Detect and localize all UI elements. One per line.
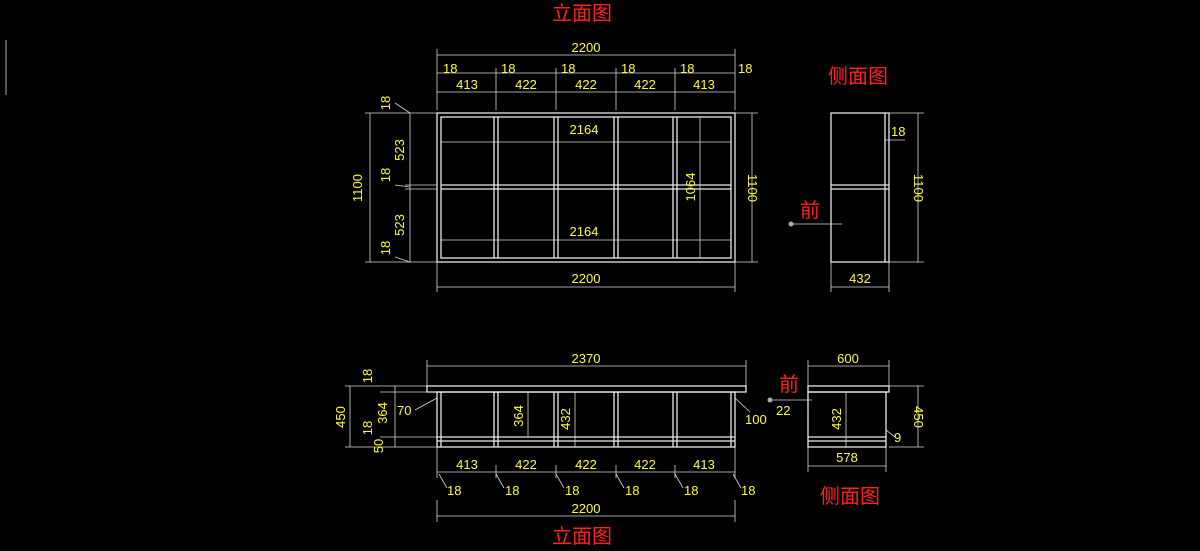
- lower-left-inner: 364: [375, 402, 390, 424]
- lower-thickness-1: 18: [447, 483, 461, 498]
- upper-thickness-4: 18: [621, 61, 635, 76]
- upper-overall-width: 2200: [572, 40, 601, 55]
- lower-leg-offset-right: 100: [745, 412, 767, 427]
- upper-bay-4: 422: [634, 77, 656, 92]
- lower-left-shelf: 18: [360, 421, 375, 435]
- upper-thickness-1: 18: [443, 61, 457, 76]
- upper-inner-height: 1064: [683, 173, 698, 202]
- front-label-bottom: 前: [779, 372, 799, 396]
- lower-side-bottom-width: 578: [836, 450, 858, 465]
- lower-side-width: 600: [837, 351, 859, 366]
- upper-side-depth: 432: [849, 271, 871, 286]
- upper-side-view: 18 1100 432: [788, 112, 926, 292]
- upper-left-3: 18: [378, 168, 393, 182]
- lower-thickness-3: 18: [565, 483, 579, 498]
- upper-elevation: 2200 18 18 18 18 18 18 413 422 422 422 4…: [350, 40, 760, 292]
- upper-inner-width-top: 2164: [570, 122, 599, 137]
- lower-side-view: 600 22 432 450 9 578: [767, 351, 926, 472]
- lower-inner-height-a: 364: [511, 405, 526, 427]
- lower-thickness-5: 18: [684, 483, 698, 498]
- upper-thickness-2: 18: [501, 61, 515, 76]
- lower-bottom-width: 2200: [572, 501, 601, 516]
- side-title-bottom: 侧面图: [820, 484, 880, 508]
- lower-left-top: 18: [360, 369, 375, 383]
- lower-side-height: 450: [911, 406, 926, 428]
- front-label-top: 前: [800, 198, 820, 222]
- lower-bay-2: 422: [515, 457, 537, 472]
- elevation-title-bottom: 立面图: [552, 524, 612, 548]
- lower-side-inner-height: 432: [829, 408, 844, 430]
- lower-thickness-4: 18: [625, 483, 639, 498]
- lower-bay-5: 413: [693, 457, 715, 472]
- lower-left-base: 50: [371, 439, 386, 453]
- lower-thickness-2: 18: [505, 483, 519, 498]
- lower-bay-3: 422: [575, 457, 597, 472]
- upper-bay-3: 422: [575, 77, 597, 92]
- lower-bay-1: 413: [456, 457, 478, 472]
- lower-left-overall: 450: [333, 406, 348, 428]
- upper-left-5: 18: [378, 241, 393, 255]
- lower-side-offset: 22: [776, 403, 790, 418]
- upper-side-thickness: 18: [891, 124, 905, 139]
- lower-overall-width: 2370: [572, 351, 601, 366]
- lower-elevation: 2370 364 432 450 18 18 364 50 70 10: [333, 351, 767, 522]
- upper-left-1: 18: [378, 96, 393, 110]
- upper-thickness-3: 18: [561, 61, 575, 76]
- lower-leg-offset-left: 70: [397, 403, 411, 418]
- upper-left-2: 523: [392, 139, 407, 161]
- upper-bottom-width: 2200: [572, 271, 601, 286]
- lower-side-small: 9: [894, 430, 901, 445]
- lower-bay-4: 422: [634, 457, 656, 472]
- upper-bay-5: 413: [693, 77, 715, 92]
- lower-thickness-6: 18: [741, 483, 755, 498]
- upper-thickness-6: 18: [738, 61, 752, 76]
- upper-right-overall: 1100: [745, 174, 760, 202]
- lower-inner-height-b: 432: [558, 408, 573, 430]
- upper-left-overall: 1100: [350, 174, 365, 202]
- upper-thickness-5: 18: [680, 61, 694, 76]
- upper-bay-1: 413: [456, 77, 478, 92]
- upper-left-4: 523: [392, 214, 407, 236]
- upper-inner-width-bottom: 2164: [570, 224, 599, 239]
- side-title-top: 侧面图: [828, 64, 888, 88]
- upper-side-height: 1100: [911, 174, 926, 202]
- upper-bay-2: 422: [515, 77, 537, 92]
- elevation-title-top: 立面图: [552, 1, 612, 25]
